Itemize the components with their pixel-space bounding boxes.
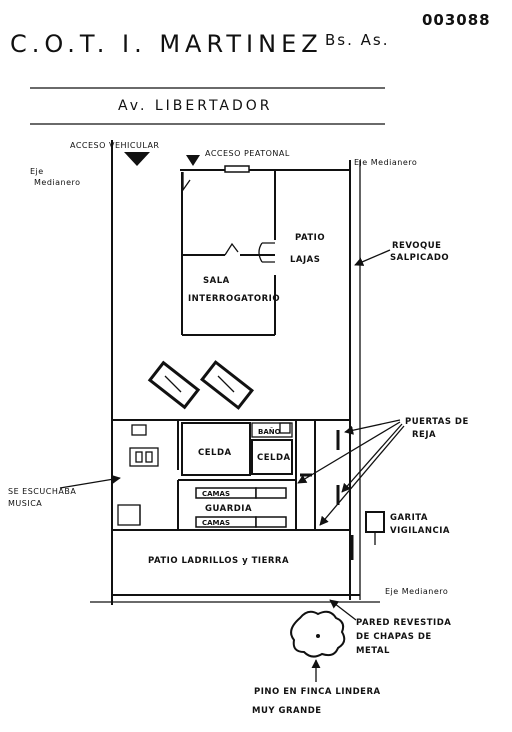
pared-label-1: PARED REVESTIDA (356, 618, 451, 628)
puertas-label-1: PUERTAS DE (405, 417, 469, 427)
guardia-label: GUARDIA (205, 504, 252, 514)
tree-icon (290, 610, 346, 658)
vehicle-access-arrow-icon (124, 152, 150, 166)
celda-room (181, 422, 251, 476)
toilet-icon (279, 422, 291, 434)
revoque-pointer-arrow (354, 249, 391, 266)
sala-label-2: INTERROGATORIO (188, 294, 280, 304)
garita-label-2: VIGILANCIA (390, 526, 450, 536)
parked-car-1 (147, 360, 201, 410)
document-number: 003088 (422, 11, 491, 29)
table-icon (129, 447, 159, 467)
se-escuchaba-label-1: SE ESCUCHABA (8, 487, 76, 496)
street-name: Av. LIBERTADOR (118, 98, 273, 114)
eje-left-label-1: Eje (30, 167, 44, 176)
pedestrian-access-arrow-icon (186, 155, 200, 166)
patio-door-swing (258, 242, 275, 263)
patio-lajas-label-1: PATIO (295, 233, 325, 243)
bano-label: BAÑO (258, 427, 281, 436)
page-title: C.O.T. I. MARTINEZ (10, 30, 323, 58)
camas-bottom-label: CAMAS (202, 519, 230, 527)
eje-right-label: Eje Medianero (354, 158, 417, 167)
se-escuchaba-label-2: MUSICA (8, 499, 42, 508)
small-bath-fixture (117, 504, 141, 526)
pared-label-3: METAL (356, 646, 390, 656)
parked-car-2 (199, 360, 255, 410)
bano-room (251, 422, 293, 438)
music-pointer-arrow (59, 474, 121, 489)
eje-bottom-label: Eje Medianero (385, 587, 448, 596)
location-label: Bs. As. (325, 31, 390, 49)
sala-label-1: SALA (203, 276, 230, 286)
entry-door-swing (182, 172, 191, 193)
revoque-label-2: SALPICADO (390, 253, 449, 263)
pared-label-2: DE CHAPAS DE (356, 632, 432, 642)
pino-label-2: MUY GRANDE (252, 706, 322, 716)
patio-lajas-label-2: LAJAS (290, 255, 320, 265)
pedestrian-gate (224, 165, 250, 173)
puertas-arrow-3 (341, 423, 403, 493)
garita-booth (365, 511, 385, 533)
revoque-label-1: REVOQUE (392, 241, 441, 251)
acceso-vehicular-label: ACCESO VEHICULAR (70, 141, 160, 150)
puertas-arrow-2 (297, 421, 401, 484)
celda-small-label: CELDA (257, 453, 291, 463)
sink-icon (131, 424, 147, 436)
patio-ladrillos-label: PATIO LADRILLOS y TIERRA (148, 556, 289, 566)
sala-door-swing (224, 242, 239, 256)
pared-pointer-arrow (329, 599, 357, 621)
puertas-label-2: REJA (412, 430, 436, 440)
puertas-arrow-1 (344, 419, 401, 435)
puertas-arrow-4 (319, 425, 405, 526)
camas-top-label: CAMAS (202, 490, 230, 498)
celda-small-room (251, 439, 293, 475)
eje-left-label-2: Medianero (34, 178, 81, 187)
acceso-peatonal-label: ACCESO PEATONAL (205, 149, 290, 158)
pino-label-1: PINO EN FINCA LINDERA (254, 687, 381, 697)
garita-label-1: GARITA (390, 513, 428, 523)
celda-label: CELDA (198, 448, 232, 458)
